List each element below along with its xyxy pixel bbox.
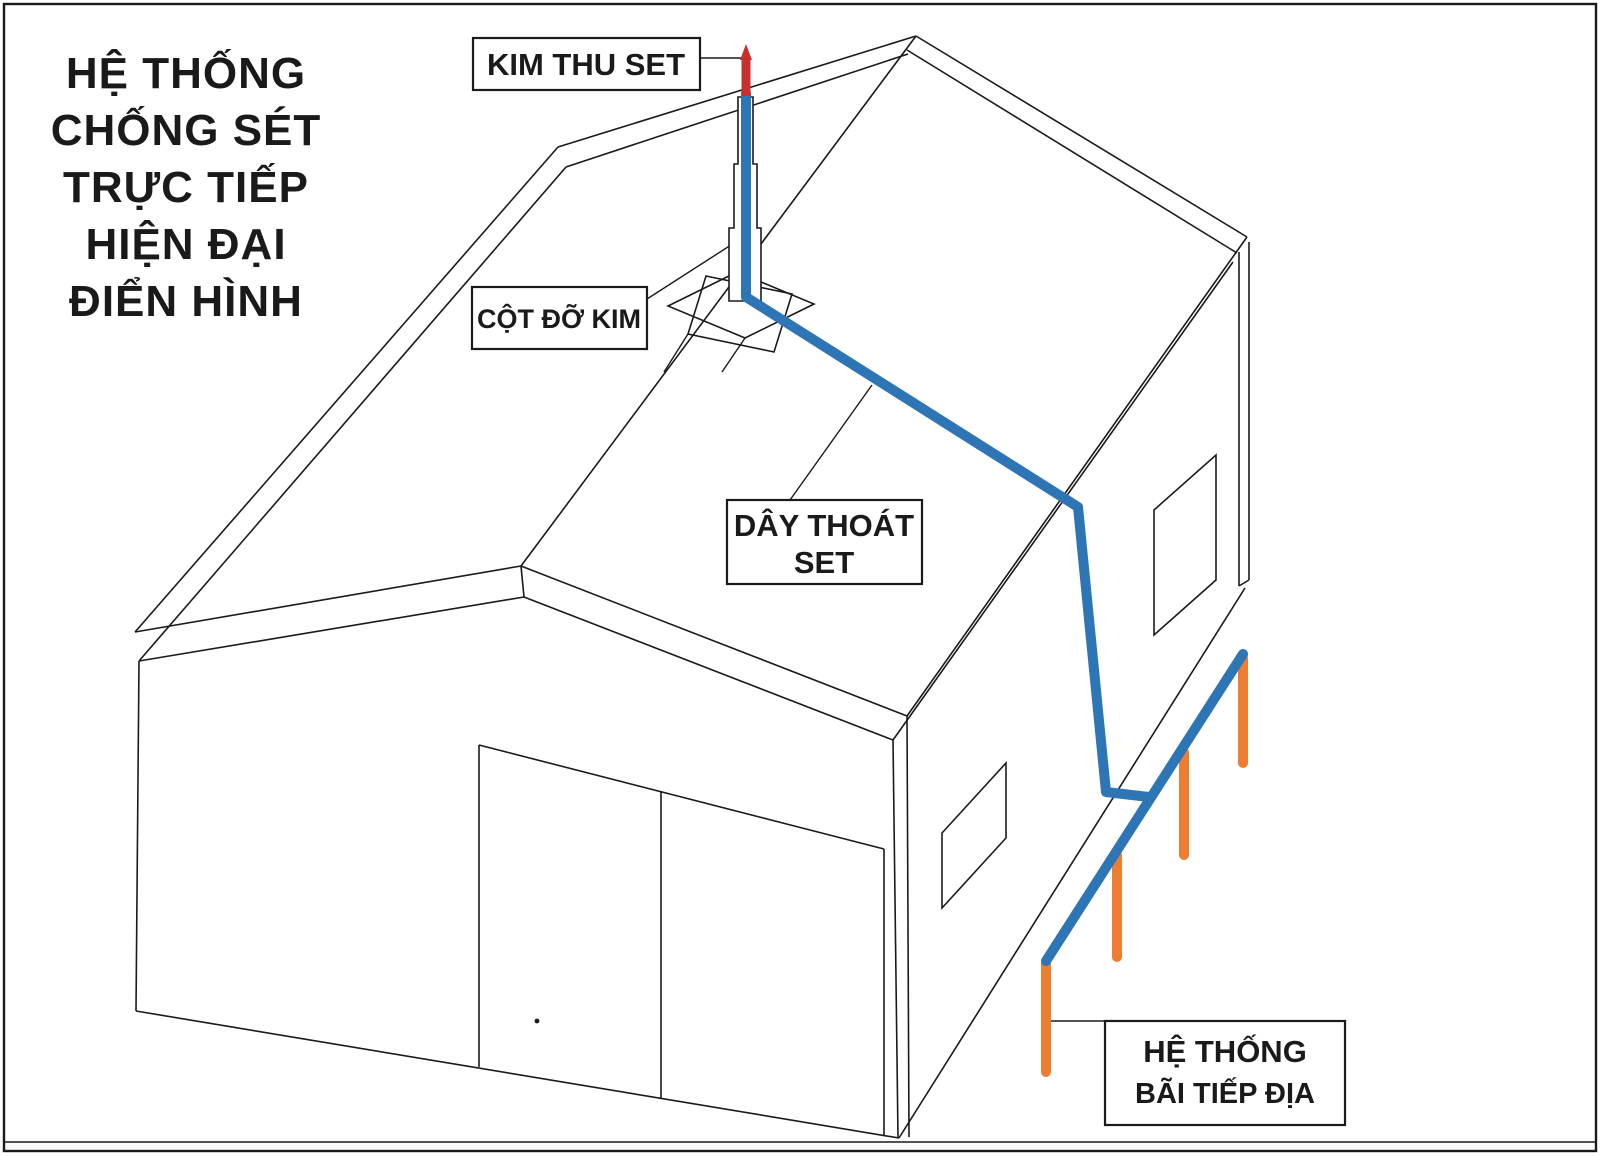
base-plate-a <box>666 271 816 339</box>
title-line-1: HỆ THỐNG <box>66 47 306 98</box>
lightning-rod-tip <box>740 44 752 60</box>
label-air-terminal-box <box>471 36 702 92</box>
pole-base-plate <box>663 271 816 373</box>
label-support-pole-box <box>470 285 649 351</box>
leader-lines <box>646 57 1106 1022</box>
window-front <box>941 760 1007 911</box>
right-wall <box>892 242 1250 1139</box>
roof-ridge <box>520 35 917 567</box>
leader-support-pole <box>646 244 732 300</box>
ground-conductor-wire <box>1041 649 1248 966</box>
roof-left-plane <box>134 35 917 662</box>
diagram-title: HỆ THỐNG CHỐNG SÉT TRỰC TIẾP HIỆN ĐẠI ĐI… <box>51 47 322 326</box>
label-down-conductor-line2: SET <box>794 545 854 580</box>
title-line-5: ĐIỂN HÌNH <box>69 275 303 326</box>
label-down-conductor: DÂY THOÁT SET <box>725 498 924 586</box>
label-air-terminal-text: KIM THU SET <box>487 47 685 82</box>
title-line-4: HIỆN ĐẠI <box>85 219 286 269</box>
grounding-rods <box>1041 653 1248 1077</box>
house <box>134 35 1250 1139</box>
base-plate-ticks <box>663 333 746 373</box>
leader-down-conductor <box>789 384 873 501</box>
lightning-rod <box>740 44 752 96</box>
title-line-3: TRỰC TIẾP <box>63 162 309 212</box>
label-down-conductor-box <box>725 498 924 586</box>
label-grounding-system-box <box>1103 1019 1347 1127</box>
window-rear <box>1153 453 1217 637</box>
label-air-terminal: KIM THU SET <box>471 36 702 92</box>
base-plate-b <box>686 275 794 353</box>
label-down-conductor-line1: DÂY THOÁT <box>734 507 914 543</box>
label-grounding-line2: BÃI TIẾP ĐỊA <box>1135 1076 1315 1110</box>
title-line-2: CHỐNG SÉT <box>51 104 322 155</box>
down-conductor-wire <box>741 88 1154 802</box>
label-grounding-system: HỆ THỐNG BÃI TIẾP ĐỊA <box>1103 1019 1347 1127</box>
label-support-pole-text: CỘT ĐỠ KIM <box>477 303 641 334</box>
down-conductor <box>741 88 1248 966</box>
label-grounding-line1: HỆ THỐNG <box>1143 1033 1307 1069</box>
door <box>478 744 885 1136</box>
door-handle-dot <box>534 1018 540 1024</box>
front-wall <box>135 660 900 1139</box>
label-support-pole: CỘT ĐỠ KIM <box>470 285 649 351</box>
